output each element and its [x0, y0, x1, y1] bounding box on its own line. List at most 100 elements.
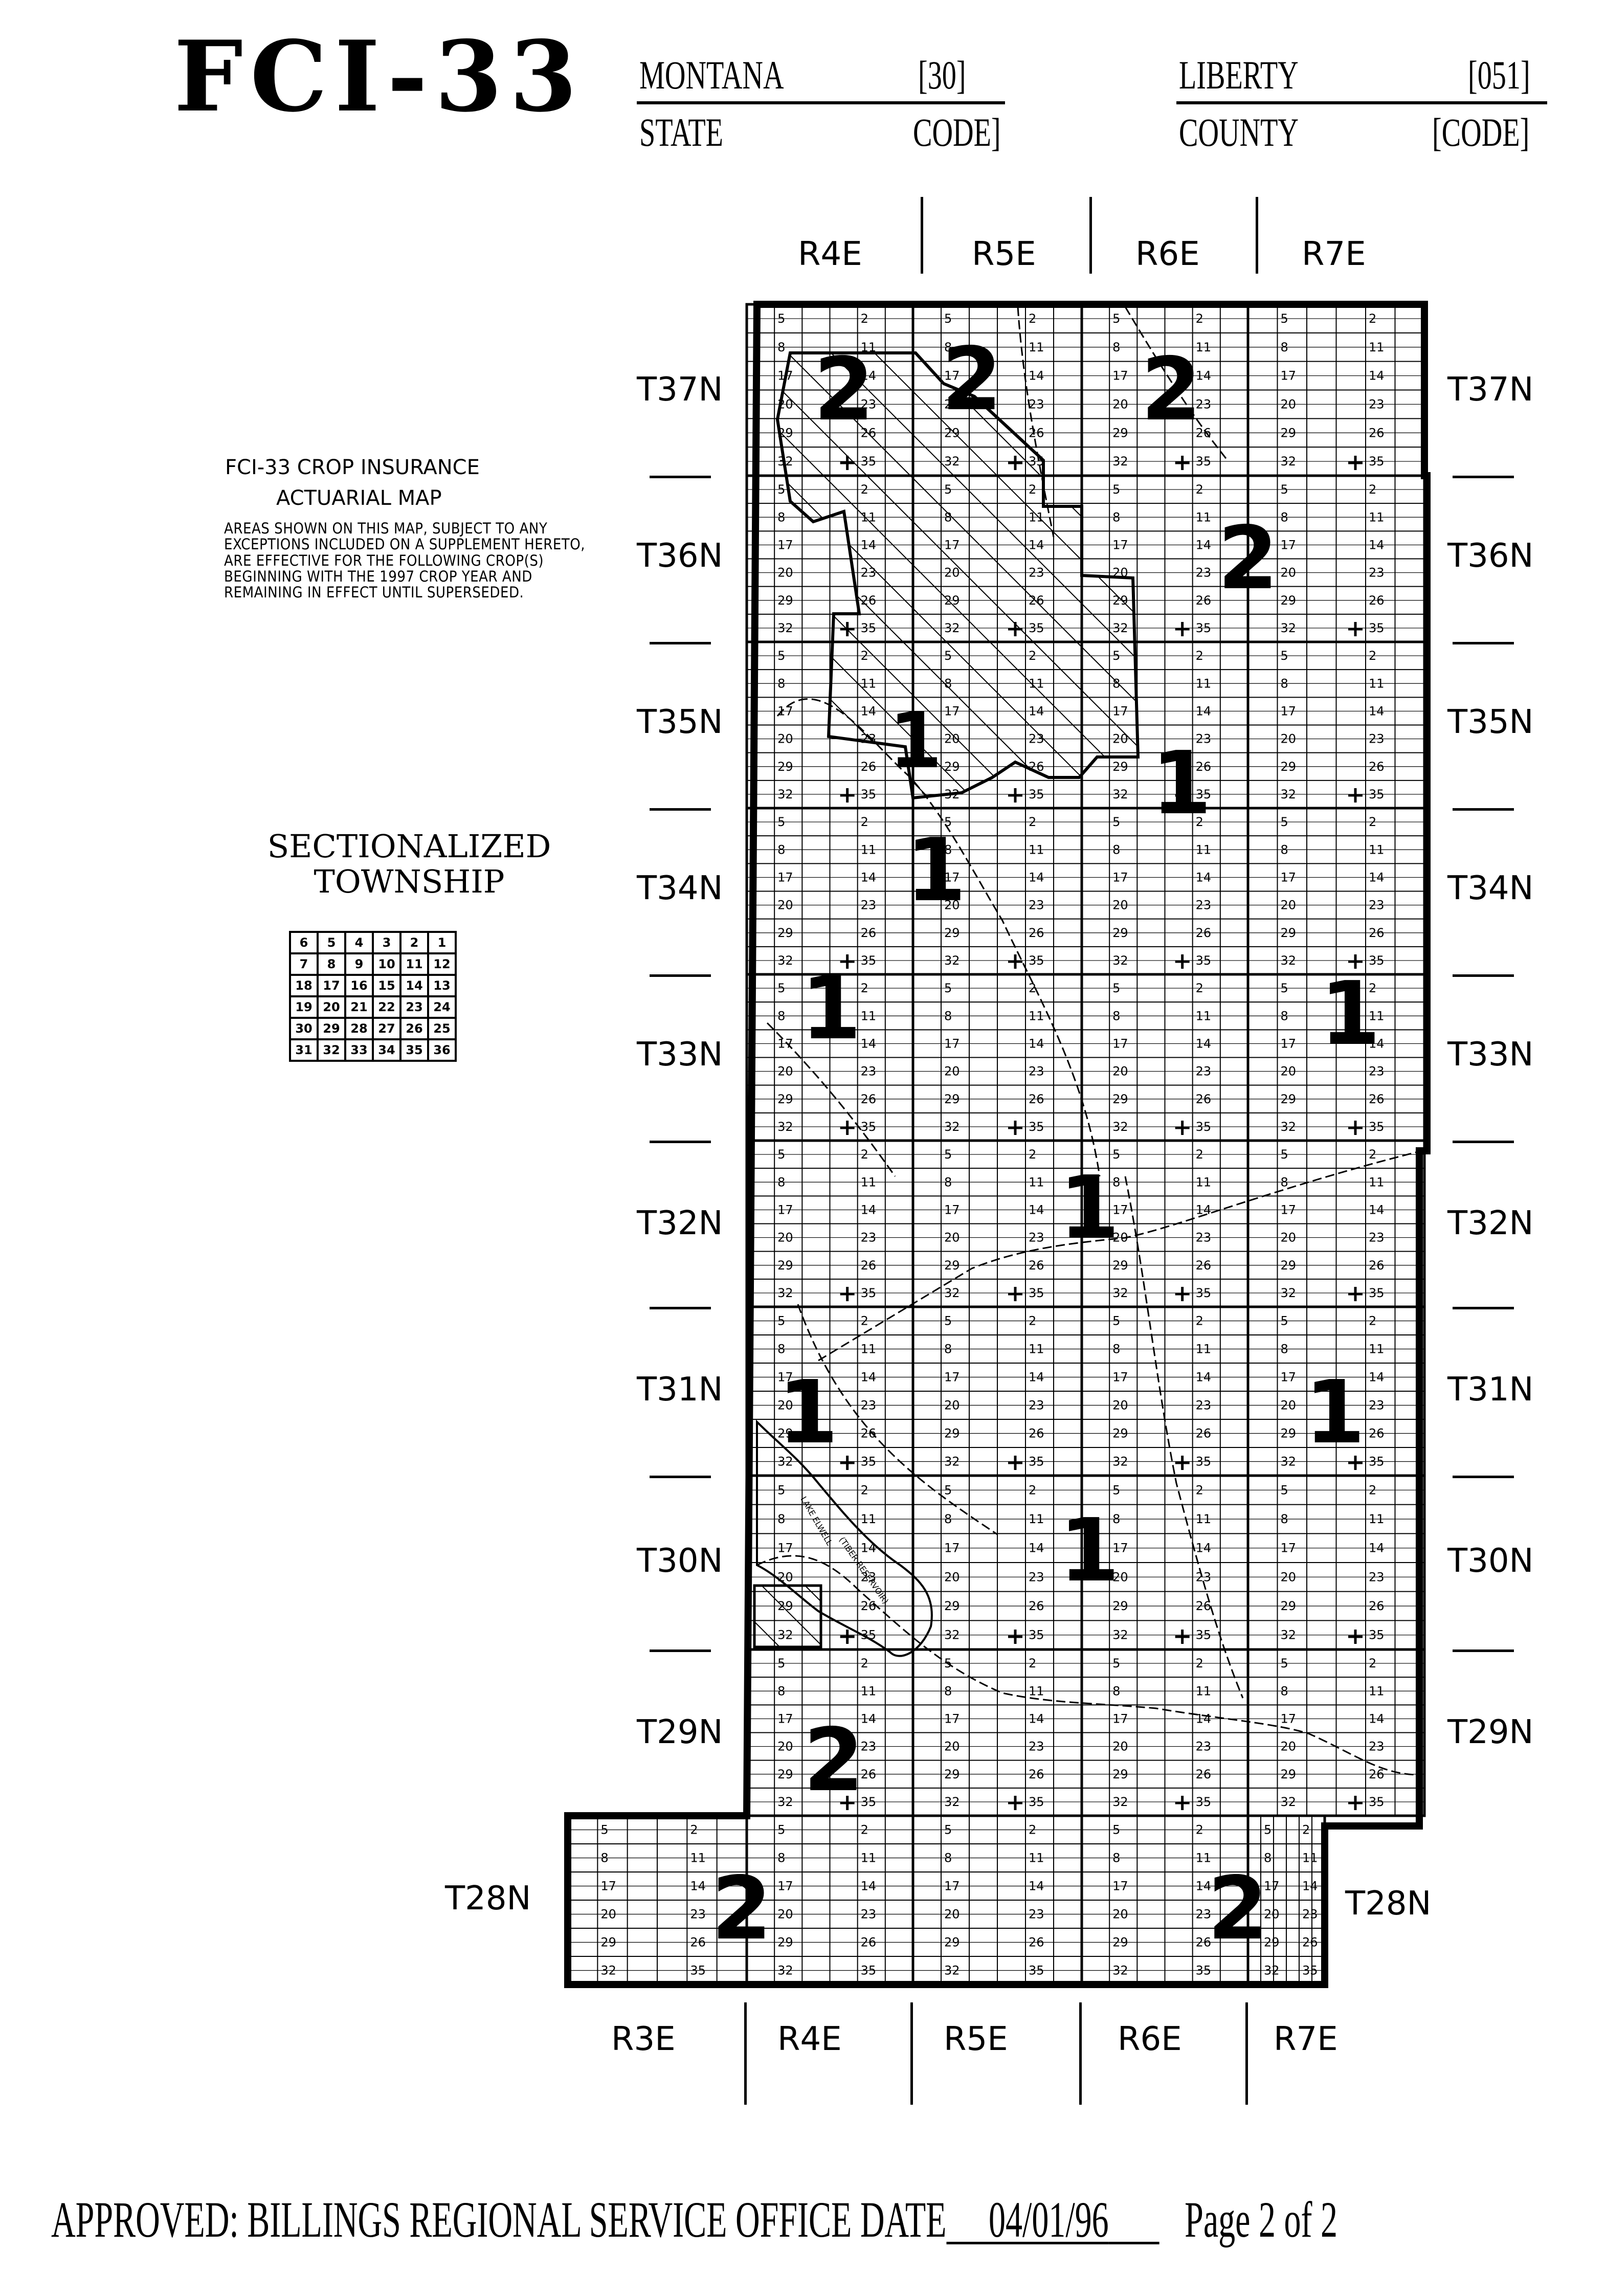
- notes-body: AREAS SHOWN ON THIS MAP, SUBJECT TO ANY …: [224, 520, 586, 601]
- section-number: 32: [1281, 787, 1297, 801]
- section-number: 26: [1196, 1599, 1212, 1613]
- section-number: 11: [1029, 1512, 1044, 1526]
- section-number: 20: [944, 1231, 960, 1245]
- section-number: 2: [1029, 311, 1036, 326]
- section-number: 14: [1302, 1879, 1318, 1893]
- section-number: 11: [1196, 340, 1212, 354]
- township-corner-marks: [840, 456, 1363, 1810]
- sectionalized-cell: 3: [372, 931, 402, 954]
- section-number: 8: [1281, 1512, 1288, 1526]
- section-number: 14: [1369, 704, 1385, 718]
- township-dash-right: [1453, 642, 1514, 644]
- section-number: 8: [777, 510, 785, 524]
- section-number: 5: [1112, 981, 1120, 995]
- sectionalized-cell: 27: [372, 1017, 402, 1040]
- section-number: 35: [861, 787, 877, 801]
- section-number: 26: [861, 1599, 877, 1613]
- roads-and-streams: [756, 306, 1422, 1776]
- section-number: 8: [944, 1342, 952, 1356]
- section-number: 20: [1112, 1398, 1128, 1413]
- section-number: 14: [1029, 369, 1044, 383]
- section-number: 14: [1196, 1036, 1212, 1051]
- section-number: 32: [1281, 1628, 1297, 1642]
- section-number: 2: [1196, 981, 1203, 995]
- sectionalized-cell: 18: [289, 974, 319, 997]
- section-number: 23: [861, 1570, 877, 1584]
- section-number: 2: [1369, 1483, 1376, 1497]
- section-number: 14: [861, 1370, 877, 1385]
- section-number: 17: [944, 1202, 960, 1217]
- township-dash-left: [650, 1141, 711, 1143]
- section-number: 32: [944, 1964, 960, 1978]
- section-number: 20: [777, 1398, 793, 1413]
- section-number: 23: [1369, 397, 1385, 411]
- county-boundary: [564, 301, 1431, 1988]
- section-number: 2: [1369, 482, 1376, 497]
- footer: APPROVED: BILLINGS REGIONAL SERVICE OFFI…: [51, 2194, 1337, 2245]
- section-number: 32: [1112, 787, 1128, 801]
- township-label-left: T35N: [637, 703, 723, 741]
- section-number: 11: [1029, 1009, 1044, 1023]
- section-number: 20: [1112, 397, 1128, 411]
- section-number: 17: [944, 1370, 960, 1385]
- road-line: [756, 1555, 1420, 1776]
- section-number: 17: [1281, 1541, 1297, 1555]
- section-number: 11: [1029, 842, 1044, 857]
- section-number: 2: [1196, 1823, 1203, 1837]
- sectionalized-cell: 22: [372, 995, 402, 1019]
- section-number: 35: [1029, 1795, 1044, 1809]
- section-number: 23: [1029, 1398, 1044, 1413]
- section-number: 20: [944, 1064, 960, 1079]
- section-number: 17: [1281, 1202, 1297, 1217]
- section-number: 14: [1196, 1711, 1212, 1726]
- section-number: 17: [1112, 1711, 1128, 1726]
- section-number: 26: [1369, 426, 1385, 440]
- section-number: 29: [944, 1258, 960, 1273]
- sectionalized-cell: 31: [289, 1038, 319, 1062]
- section-number: 17: [944, 870, 960, 884]
- section-number: 11: [861, 842, 877, 857]
- area-label: 2: [1208, 1858, 1268, 1959]
- corner-plus-mark: [1008, 1287, 1022, 1301]
- section-number: 32: [1264, 1964, 1280, 1978]
- range-label-bottom: R3E: [611, 2020, 676, 2058]
- sectionalized-cell: 24: [427, 995, 457, 1019]
- section-number: 26: [1029, 1767, 1044, 1781]
- county-name: LIBERTY: [1179, 53, 1299, 97]
- section-number: 29: [1264, 1935, 1280, 1950]
- section-number: 23: [1029, 1064, 1044, 1079]
- section-number: 2: [1029, 482, 1036, 497]
- section-number: 29: [1112, 760, 1128, 774]
- section-number: 32: [777, 1795, 793, 1809]
- township-label-right: T33N: [1447, 1036, 1534, 1074]
- area-label: 1: [1059, 1157, 1120, 1259]
- township-dash-left: [650, 1307, 711, 1309]
- section-number: 8: [777, 1175, 785, 1189]
- sectionalized-cell: 9: [344, 952, 374, 976]
- section-number: 32: [1112, 1964, 1128, 1978]
- section-number: 8: [1281, 510, 1288, 524]
- section-number: 5: [777, 815, 785, 829]
- section-number: 20: [1112, 1907, 1128, 1922]
- section-number: 8: [777, 340, 785, 354]
- section-number: 17: [944, 1879, 960, 1893]
- section-number: 5: [1281, 815, 1288, 829]
- section-number: 26: [1369, 1258, 1385, 1273]
- section-number: 8: [1112, 340, 1120, 354]
- section-number: 17: [1112, 1541, 1128, 1555]
- section-number: 14: [1196, 1879, 1212, 1893]
- section-number: 8: [1112, 1684, 1120, 1698]
- section-number: 8: [777, 1684, 785, 1698]
- section-number: 20: [777, 1570, 793, 1584]
- section-number: 14: [1196, 870, 1212, 884]
- section-number: 35: [1029, 1628, 1044, 1642]
- section-number: 35: [1029, 1120, 1044, 1134]
- road-line: [1124, 1176, 1244, 1699]
- area-label: 2: [1218, 508, 1278, 609]
- corner-plus-mark: [1008, 622, 1022, 636]
- township-label-right: T32N: [1447, 1205, 1534, 1242]
- section-number: 32: [1112, 953, 1128, 968]
- section-number: 32: [1281, 454, 1297, 469]
